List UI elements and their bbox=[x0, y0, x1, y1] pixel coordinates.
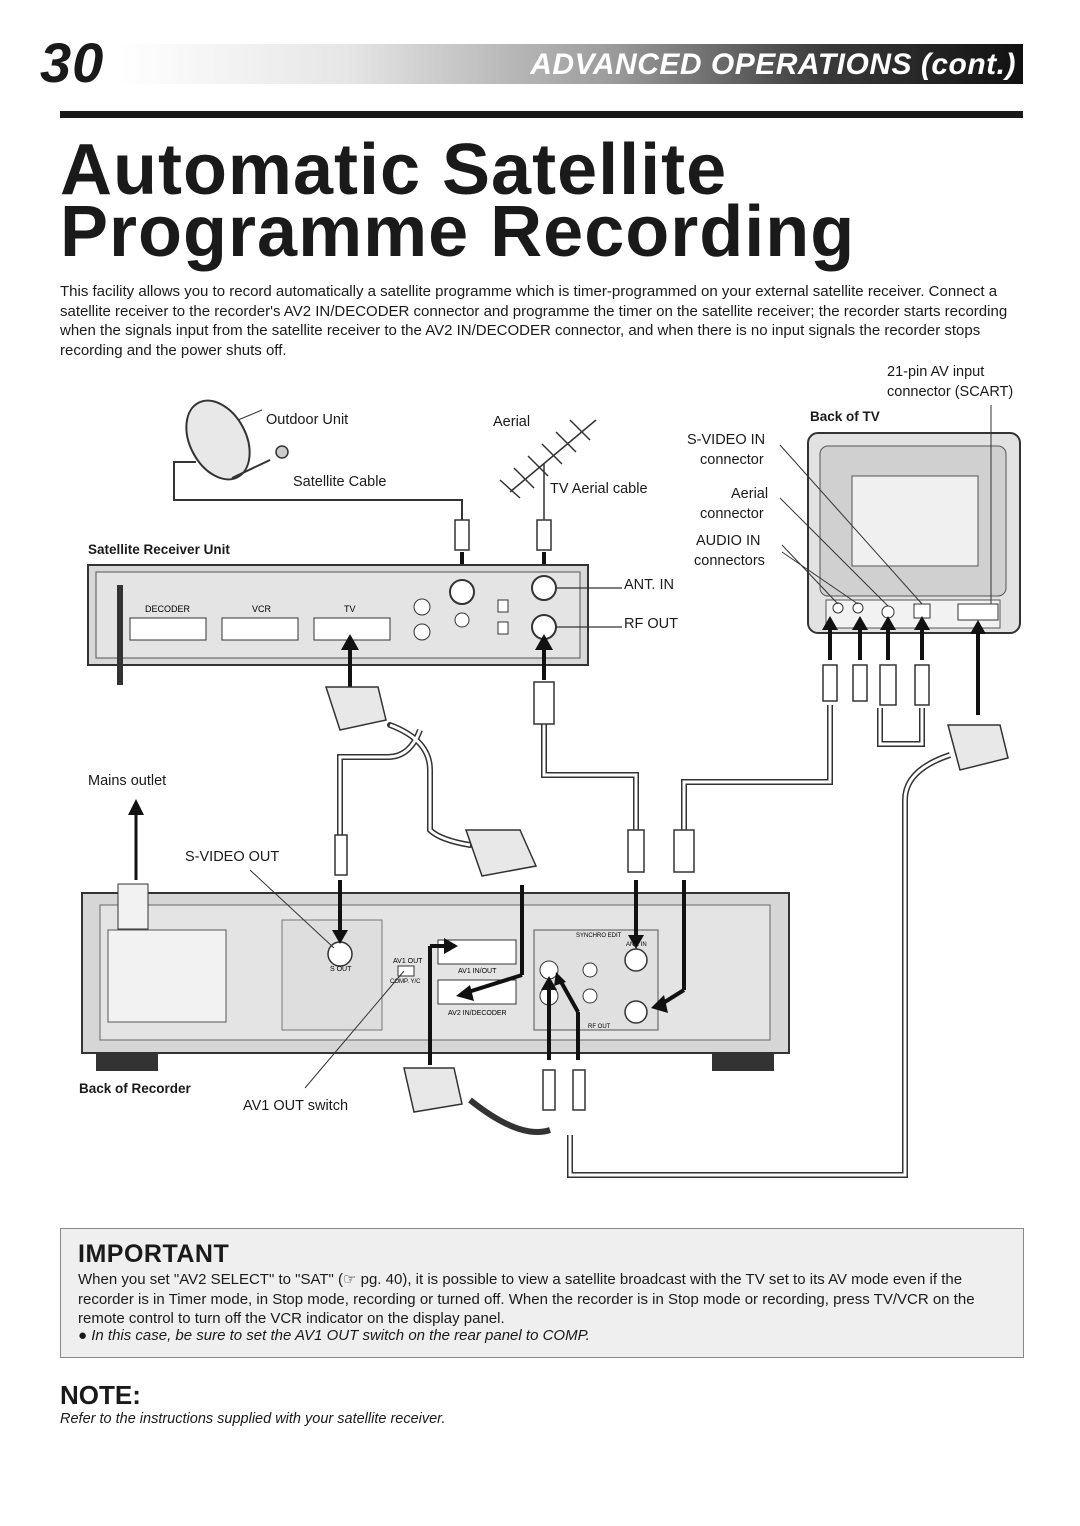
note-text: Refer to the instructions supplied with … bbox=[60, 1411, 446, 1427]
rec-ant-in-label: ANT. IN bbox=[626, 942, 647, 948]
pin-av-input-label-2: connector (SCART) bbox=[887, 384, 1014, 400]
connection-diagram: DECODER VCR TV S OUT AV1 OUT COMP. Y/C A… bbox=[81, 399, 1021, 1178]
aerial-connector-label-2: connector bbox=[700, 506, 764, 522]
audio-in-label-2: connectors bbox=[694, 553, 765, 569]
important-bullet: ● In this case, be sure to set the AV1 O… bbox=[78, 1327, 590, 1344]
page-number: 30 bbox=[40, 31, 105, 94]
receiver-tv-label: TV bbox=[344, 604, 356, 614]
satellite-receiver-unit bbox=[87, 564, 589, 685]
rec-av1-inout-label: AV1 IN/OUT bbox=[458, 968, 497, 975]
rec-synchro-edit-label: SYNCHRO EDIT bbox=[576, 933, 622, 939]
important-box bbox=[60, 1228, 1024, 1358]
receiver-decoder-label: DECODER bbox=[145, 604, 191, 614]
aerial-antenna-icon bbox=[499, 419, 597, 520]
back-of-recorder-label: Back of Recorder bbox=[79, 1081, 191, 1096]
rec-comp-label: COMP. Y/C bbox=[390, 979, 421, 985]
rec-s-out-label: S OUT bbox=[330, 966, 352, 973]
video-recorder bbox=[81, 883, 790, 1071]
back-of-tv-label: Back of TV bbox=[810, 409, 880, 424]
satellite-dish-icon bbox=[185, 399, 289, 481]
tv-aerial-cable-label: TV Aerial cable bbox=[550, 481, 648, 497]
aerial-connector-label-1: Aerial bbox=[731, 486, 769, 502]
aerial-top-label: Aerial bbox=[493, 414, 531, 430]
av1-out-switch-label: AV1 OUT switch bbox=[243, 1098, 349, 1114]
page-title-line1: Automatic Satellite bbox=[60, 130, 728, 210]
header-rule bbox=[60, 111, 1023, 118]
section-header: ADVANCED OPERATIONS (cont.) bbox=[530, 48, 1016, 81]
svideo-out-label: S-VIDEO OUT bbox=[185, 849, 280, 865]
note-heading: NOTE: bbox=[60, 1380, 141, 1410]
ant-in-label: ANT. IN bbox=[624, 577, 674, 593]
tv-set bbox=[807, 432, 1021, 634]
receiver-vcr-label: VCR bbox=[252, 604, 272, 614]
important-heading: IMPORTANT bbox=[78, 1240, 230, 1268]
svideo-in-label-1: S-VIDEO IN bbox=[687, 432, 766, 448]
intro-paragraph: This facility allows you to record autom… bbox=[60, 283, 1008, 359]
rec-av2-in-decoder-label: AV2 IN/DECODER bbox=[448, 1010, 507, 1017]
header-band bbox=[120, 44, 1023, 84]
audio-in-label-1: AUDIO IN bbox=[696, 533, 761, 549]
mains-outlet-label: Mains outlet bbox=[88, 773, 167, 789]
rec-av1-out-label: AV1 OUT bbox=[393, 958, 423, 965]
pin-av-input-label-1: 21-pin AV input bbox=[887, 364, 985, 380]
satellite-cable-label: Satellite Cable bbox=[293, 474, 387, 490]
page-title-line2: Programme Recording bbox=[60, 192, 856, 272]
rf-out-label: RF OUT bbox=[624, 616, 678, 632]
important-text: When you set "AV2 SELECT" to "SAT" (☞ pg… bbox=[78, 1271, 975, 1327]
satellite-receiver-unit-label: Satellite Receiver Unit bbox=[88, 542, 230, 557]
svideo-in-label-2: connector bbox=[700, 452, 764, 468]
rec-rf-out-label: RF OUT bbox=[588, 1024, 611, 1030]
outdoor-unit-label: Outdoor Unit bbox=[266, 412, 349, 428]
